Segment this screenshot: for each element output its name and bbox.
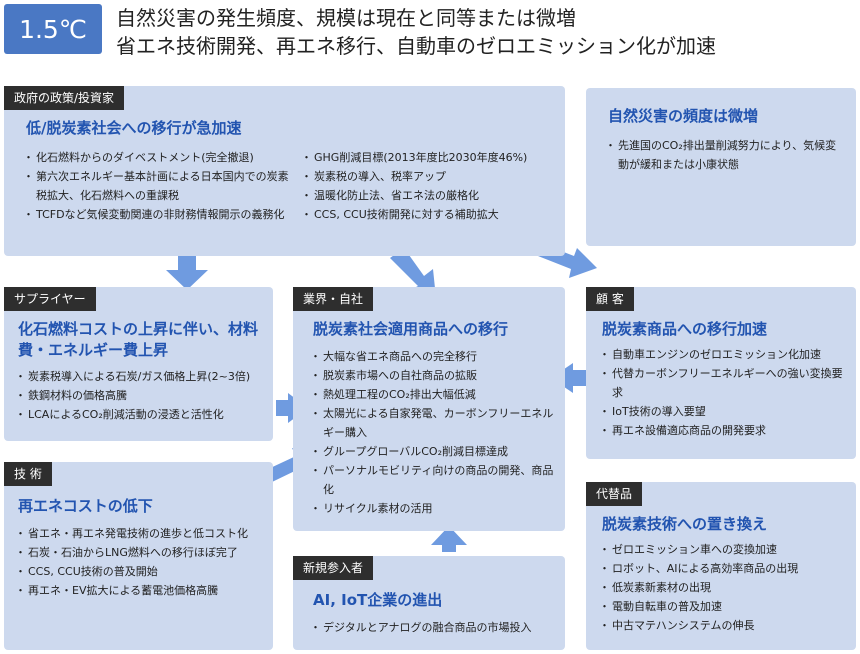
list-item: ロボット、AIによる高効率商品の出現 (599, 559, 850, 578)
disaster-box: 自然災害の頻度は微増 先進国のCO₂排出量削減努力により、気候変動が緩和または小… (586, 88, 856, 246)
industry-box: 業界・自社 脱炭素社会適用商品への移行 大幅な省エネ商品への完全移行 脱炭素市場… (293, 287, 565, 531)
industry-tag: 業界・自社 (293, 287, 374, 311)
substitute-list: ゼロエミッション車への変換加速 ロボット、AIによる高効率商品の出現 低炭素新素… (599, 540, 850, 635)
list-item: 中古マテハンシステムの伸長 (599, 616, 850, 635)
list-item: CCS, CCU技術の普及開始 (15, 562, 270, 581)
government-list-right: GHG削減目標(2013年度比2030年度46%) 炭素税の導入、税率アップ 温… (301, 148, 562, 224)
list-item: 低炭素新素材の出現 (599, 578, 850, 597)
industry-list: 大幅な省エネ商品への完全移行 脱炭素市場への自社商品の拡販 熱処理工程のCO₂排… (310, 347, 557, 518)
list-item: 大幅な省エネ商品への完全移行 (310, 347, 557, 366)
list-item: 石炭・石油からLNG燃料への移行ほぼ完了 (15, 543, 270, 562)
substitute-title: 脱炭素技術への置き換え (602, 515, 768, 533)
technology-title: 再エネコストの低下 (18, 497, 153, 515)
customer-tag: 顧 客 (586, 287, 634, 311)
list-item: CCS, CCU技術開発に対する補助拡大 (301, 205, 562, 224)
substitute-box: 代替品 脱炭素技術への置き換え ゼロエミッション車への変換加速 ロボット、AIに… (586, 482, 856, 650)
substitute-tag: 代替品 (586, 482, 643, 506)
list-item: リサイクル素材の活用 (310, 499, 557, 518)
list-item: 温暖化防止法、省エネ法の厳格化 (301, 186, 562, 205)
customer-list: 自動車エンジンのゼロエミッション化加速 代替カーボンフリーエネルギーへの強い変換… (599, 345, 850, 440)
disaster-list: 先進国のCO₂排出量削減努力により、気候変動が緩和または小康状態 (605, 136, 844, 174)
supplier-box: サプライヤー 化石燃料コストの上昇に伴い、材料費・エネルギー費上昇 炭素税導入に… (4, 287, 273, 441)
list-item: TCFDなど気候変動関連の非財務情報開示の義務化 (23, 205, 294, 224)
technology-list: 省エネ・再エネ発電技術の進歩と低コスト化 石炭・石油からLNG燃料への移行ほぼ完… (15, 524, 270, 600)
government-list-left: 化石燃料からのダイベストメント(完全撤退) 第六次エネルギー基本計画による日本国… (23, 148, 294, 224)
list-item: 電動自転車の普及加速 (599, 597, 850, 616)
disaster-title: 自然災害の頻度は微増 (608, 107, 759, 125)
list-item: 省エネ・再エネ発電技術の進歩と低コスト化 (15, 524, 270, 543)
list-item: LCAによるCO₂削減活動の浸透と活性化 (15, 405, 268, 424)
headline-line-2: 省エネ技術開発、再エネ移行、自動車のゼロエミッション化が加速 (116, 34, 716, 58)
government-box: 政府の政策/投資家 低/脱炭素社会への移行が急加速 化石燃料からのダイベストメン… (4, 86, 565, 256)
government-tag: 政府の政策/投資家 (4, 86, 125, 110)
supplier-list: 炭素税導入による石炭/ガス価格上昇(2~3倍) 鉄鋼材料の価格高騰 LCAによる… (15, 367, 268, 424)
newcomer-list: デジタルとアナログの融合商品の市場投入 (310, 618, 561, 637)
list-item: IoT技術の導入要望 (599, 402, 850, 421)
list-item: 化石燃料からのダイベストメント(完全撤退) (23, 148, 294, 167)
headline-line-1: 自然災害の発生頻度、規模は現在と同等または微増 (116, 6, 576, 30)
newcomer-tag: 新規参入者 (293, 556, 374, 580)
technology-tag: 技 術 (4, 462, 52, 486)
list-item: 自動車エンジンのゼロエミッション化加速 (599, 345, 850, 364)
list-item: 第六次エネルギー基本計画による日本国内での炭素税拡大、化石燃料への重課税 (23, 167, 294, 205)
list-item: 脱炭素市場への自社商品の拡販 (310, 366, 557, 385)
industry-title: 脱炭素社会適用商品への移行 (313, 320, 509, 338)
arrow-gov-to-supplier (166, 256, 208, 290)
newcomer-title: AI, IoT企業の進出 (313, 591, 443, 609)
list-item: GHG削減目標(2013年度比2030年度46%) (301, 148, 562, 167)
list-item: 熱処理工程のCO₂排出大幅低減 (310, 385, 557, 404)
list-item: グループグローバルCO₂削減目標達成 (310, 442, 557, 461)
technology-box: 技 術 再エネコストの低下 省エネ・再エネ発電技術の進歩と低コスト化 石炭・石油… (4, 462, 273, 650)
headline: 自然災害の発生頻度、規模は現在と同等または微増 省エネ技術開発、再エネ移行、自動… (116, 4, 856, 60)
list-item: 太陽光による自家発電、カーボンフリーエネルギー購入 (310, 404, 557, 442)
list-item: 炭素税の導入、税率アップ (301, 167, 562, 186)
customer-box: 顧 客 脱炭素商品への移行加速 自動車エンジンのゼロエミッション化加速 代替カー… (586, 287, 856, 459)
newcomer-box: 新規参入者 AI, IoT企業の進出 デジタルとアナログの融合商品の市場投入 (293, 556, 565, 650)
customer-title: 脱炭素商品への移行加速 (602, 320, 768, 338)
list-item: 再エネ設備適応商品の開発要求 (599, 421, 850, 440)
list-item: パーソナルモビリティ向けの商品の開発、商品化 (310, 461, 557, 499)
list-item: ゼロエミッション車への変換加速 (599, 540, 850, 559)
list-item: 炭素税導入による石炭/ガス価格上昇(2~3倍) (15, 367, 268, 386)
list-item: 再エネ・EV拡大による蓄電池価格高騰 (15, 581, 270, 600)
list-item: デジタルとアナログの融合商品の市場投入 (310, 618, 561, 637)
supplier-tag: サプライヤー (4, 287, 96, 311)
list-item: 代替カーボンフリーエネルギーへの強い変換要求 (599, 364, 850, 402)
temperature-badge: 1.5℃ (4, 4, 102, 54)
list-item: 鉄鋼材料の価格高騰 (15, 386, 268, 405)
government-title: 低/脱炭素社会への移行が急加速 (26, 119, 242, 137)
supplier-title: 化石燃料コストの上昇に伴い、材料費・エネルギー費上昇 (18, 320, 259, 359)
list-item: 先進国のCO₂排出量削減努力により、気候変動が緩和または小康状態 (605, 136, 844, 174)
